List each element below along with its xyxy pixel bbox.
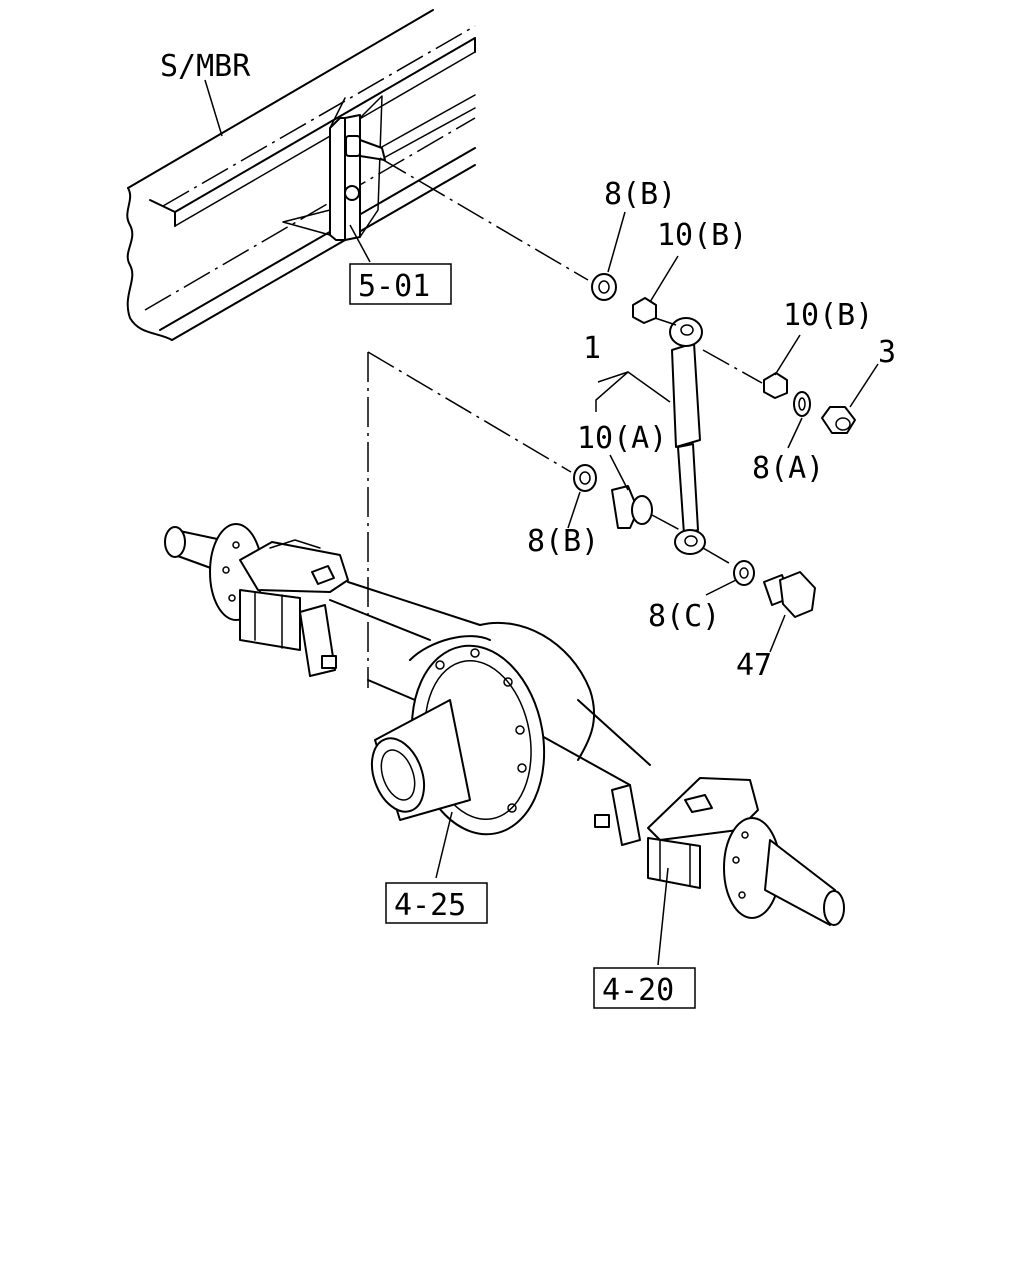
label-ref-4-25: 4-25 [394,888,466,923]
label-part-47: 47 [736,648,772,683]
washer-8c [733,560,755,586]
label-part-8c: 8(C) [648,599,720,634]
label-part-10b-right: 10(B) [783,298,873,333]
washer-8b-top [591,273,617,301]
label-smbr: S/MBR [160,49,251,84]
label-part-10a: 10(A) [577,421,667,456]
label-part-3: 3 [878,335,896,370]
label-part-8b-left: 8(B) [527,524,599,559]
label-part-8b-top: 8(B) [604,177,676,212]
washer-8b-left [573,464,597,492]
label-part-1: 1 [583,331,601,366]
axle-housing [164,523,845,926]
label-part-10b-top: 10(B) [657,218,747,253]
label-ref-5-01: 5-01 [358,269,430,304]
bushing-10b-right [763,372,788,399]
bolt-47 [763,571,816,618]
frame-side-member [126,9,476,341]
nut-3 [821,406,856,434]
bushing-10a [611,485,653,529]
bushing-10b-top [632,297,657,324]
shock-absorber [669,317,706,555]
washer-8a [793,391,811,417]
label-ref-4-20: 4-20 [602,973,674,1008]
label-part-8a: 8(A) [752,451,824,486]
